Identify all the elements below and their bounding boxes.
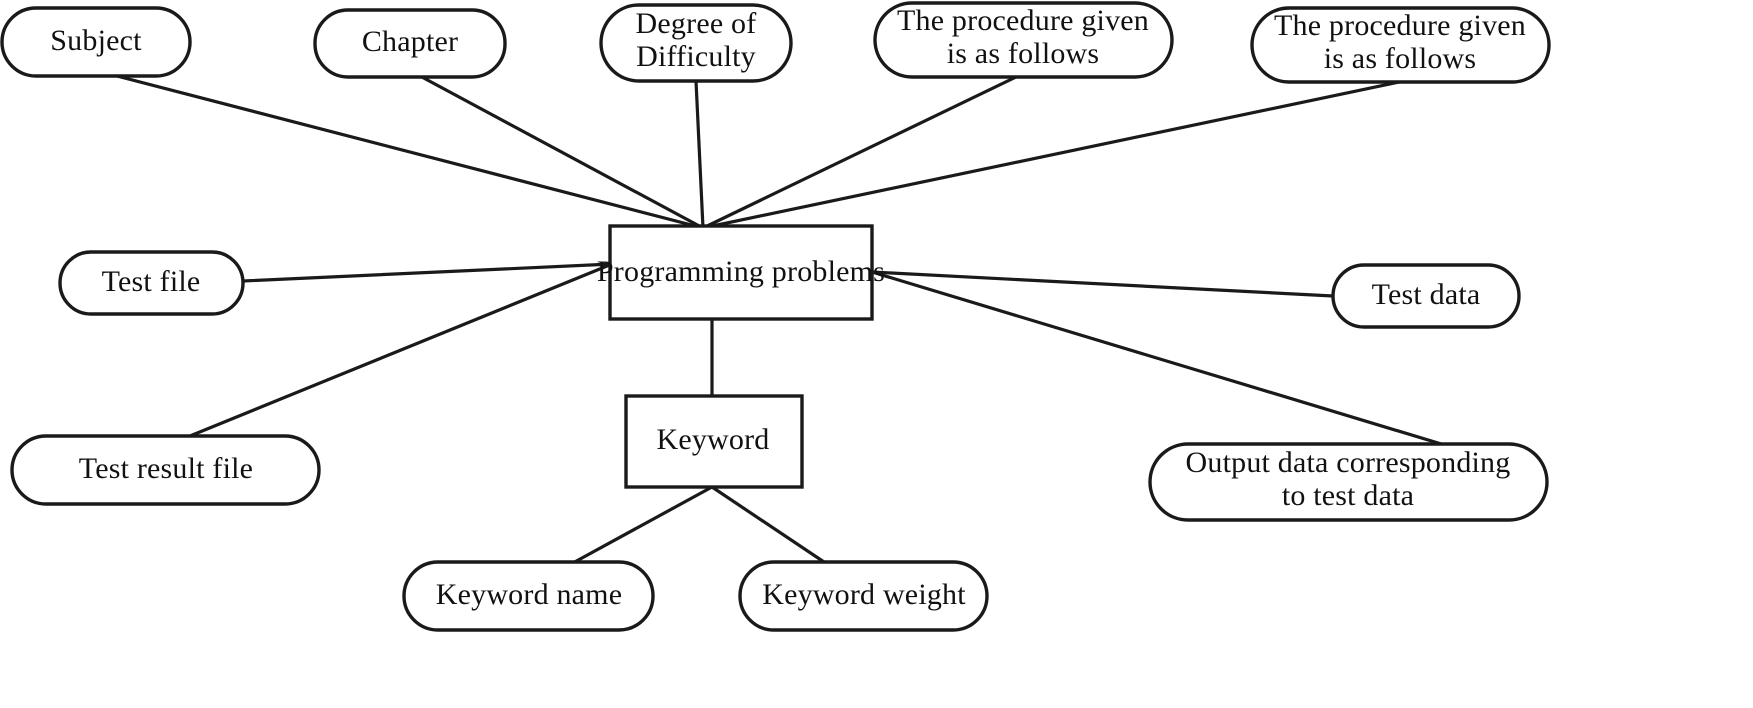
node-keyword-shape (624, 394, 804, 489)
node-output-data-label-line2: to test data (1282, 479, 1414, 512)
node-programming-problems[interactable]: Programming problems (597, 224, 885, 321)
node-degree-of-difficulty-shape (599, 3, 793, 83)
node-test-result-file[interactable]: Test result file (10, 434, 321, 506)
node-procedure-given-2-shape (1250, 6, 1551, 84)
edge-test-file-to-programming-problems (241, 262, 614, 283)
edge-test-result-file-to-programming-problems (183, 262, 614, 440)
nodes-layer: Subject Chapter Degree of Difficulty The… (0, 1, 1551, 632)
edge-test-data-to-programming-problems (870, 270, 1335, 298)
node-chapter-label: Chapter (362, 25, 458, 58)
edge-chapter-to-programming-problems (418, 74, 705, 230)
node-output-data-label-line1: Output data corresponding (1186, 446, 1511, 479)
node-procedure-given-2-label-line1: The procedure given (1274, 9, 1526, 42)
edge-keyword-to-keyword-weight (710, 485, 829, 566)
node-procedure-given-1-shape (873, 1, 1174, 79)
node-keyword-name-label: Keyword name (436, 578, 623, 611)
node-output-data-shape (1148, 442, 1549, 522)
node-keyword-label: Keyword (656, 423, 769, 456)
node-test-result-file-shape (10, 434, 321, 506)
node-degree-of-difficulty-label-line2: Difficulty (636, 40, 756, 73)
node-output-data[interactable]: Output data corresponding to test data (1148, 442, 1549, 522)
node-keyword-weight-shape (738, 560, 989, 632)
node-test-file-label: Test file (102, 265, 201, 298)
edges-layer (111, 73, 1450, 566)
node-subject-shape (0, 6, 192, 78)
node-keyword-weight-label: Keyword weight (762, 578, 966, 611)
node-keyword[interactable]: Keyword (624, 394, 804, 489)
edge-degree-of-difficulty-to-programming-problems (694, 79, 705, 230)
node-procedure-given-2[interactable]: The procedure given is as follows (1250, 6, 1551, 84)
edge-procedure-given-1-to-programming-problems (701, 74, 1020, 230)
node-test-file[interactable]: Test file (58, 250, 245, 316)
node-programming-problems-label: Programming problems (597, 255, 885, 288)
node-subject[interactable]: Subject (0, 6, 192, 78)
node-subject-label: Subject (50, 24, 142, 57)
node-test-data-label: Test data (1372, 278, 1481, 311)
edge-keyword-to-keyword-name (569, 485, 714, 566)
node-degree-of-difficulty-label-line1: Degree of (636, 7, 757, 40)
node-test-data-shape (1331, 263, 1521, 329)
node-keyword-name[interactable]: Keyword name (402, 560, 655, 632)
node-procedure-given-1-label-line1: The procedure given (897, 4, 1149, 37)
edge-output-data-to-programming-problems (870, 270, 1450, 448)
node-test-file-shape (58, 250, 245, 316)
node-test-data[interactable]: Test data (1331, 263, 1521, 329)
node-chapter-shape (313, 8, 507, 79)
node-keyword-name-shape (402, 560, 655, 632)
node-test-result-file-label: Test result file (79, 452, 253, 485)
node-chapter[interactable]: Chapter (313, 8, 507, 79)
edge-procedure-given-2-to-programming-problems (701, 79, 1406, 230)
edge-subject-to-programming-problems (111, 73, 705, 230)
node-keyword-weight[interactable]: Keyword weight (738, 560, 989, 632)
node-procedure-given-1-label-line2: is as follows (947, 37, 1100, 70)
node-procedure-given-2-label-line2: is as follows (1324, 42, 1477, 75)
node-programming-problems-shape (608, 224, 874, 321)
node-degree-of-difficulty[interactable]: Degree of Difficulty (599, 3, 793, 83)
node-procedure-given-1[interactable]: The procedure given is as follows (873, 1, 1174, 79)
